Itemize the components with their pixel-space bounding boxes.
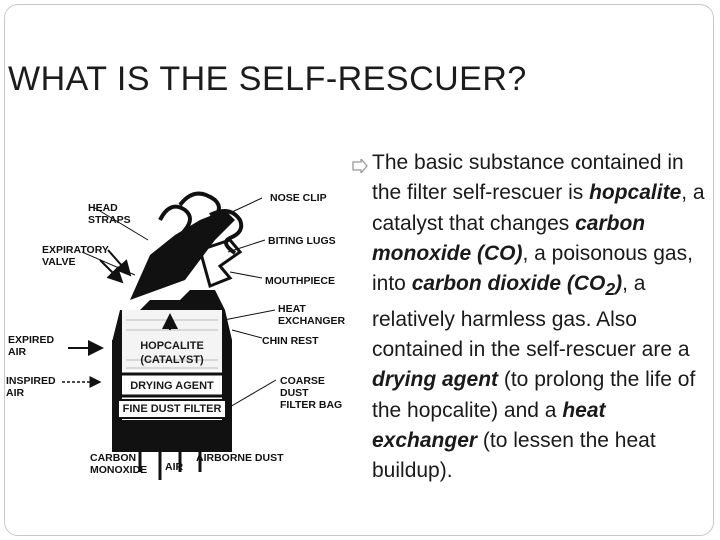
text-run: , a catalyst that changes [372, 181, 705, 235]
label-carbon-monoxide: CARBON MONOXIDE [90, 452, 148, 476]
paragraph-text: The basic substance contained in the fil… [372, 148, 714, 486]
text-run: , a poisonous gas, into [372, 241, 693, 296]
term-carbon-dioxide: carbon dioxide (CO [411, 272, 606, 296]
slide-frame [4, 4, 714, 536]
label-mouthpiece: MOUTHPIECE [265, 275, 336, 287]
text-run: The basic substance contained in the fil… [372, 151, 684, 205]
term-carbon-dioxide-close: ) [615, 272, 623, 296]
self-rescuer-diagram: HEAD STRAPS EXPIRATORY VALVE EXPIRED AIR… [0, 160, 360, 540]
subscript-2: 2 [605, 279, 616, 300]
label-airborne-dust: AIRBORNE DUST [196, 452, 284, 464]
label-biting-lugs: BITING LUGS [268, 235, 336, 247]
label-air: AIR [165, 461, 184, 473]
layer-fine-dust-filter: FINE DUST FILTER [122, 403, 222, 415]
label-expiratory-valve: EXPIRATORY VALVE [42, 244, 109, 268]
label-chin-rest: CHIN REST [262, 335, 319, 347]
self-rescuer-drawing [62, 191, 277, 480]
label-expired-air: EXPIRED AIR [8, 334, 55, 358]
label-nose-clip: NOSE CLIP [270, 192, 327, 204]
slide-title: WHAT IS THE SELF-RESCUER? [8, 60, 527, 98]
term-carbon-monoxide: carbon monoxide (CO) [372, 211, 646, 265]
layer-drying-agent: DRYING AGENT [130, 380, 214, 392]
term-hopcalite: hopcalite [589, 181, 682, 205]
layer-catalyst: (CATALYST) [140, 354, 204, 366]
term-heat-exchanger: heat exchanger [372, 398, 606, 452]
layer-hopcalite: HOPCALITE [140, 340, 204, 352]
text-run: (to prolong the life of the hopcalite) a… [372, 368, 696, 422]
label-coarse-dust-filter-bag: COARSE DUST FILTER BAG [280, 375, 343, 411]
hollow-arrow-bullet-icon [352, 154, 370, 175]
label-heat-exchanger: HEAT EXCHANGER [278, 303, 346, 327]
label-head-straps: HEAD STRAPS [88, 202, 131, 226]
label-inspired-air: INSPIRED AIR [6, 375, 56, 399]
term-drying-agent: drying agent [372, 368, 499, 392]
text-run: , a relatively harmless gas. Also contai… [372, 272, 690, 361]
text-run: (to lessen the heat buildup). [372, 428, 656, 483]
body-paragraph: The basic substance contained in the fil… [352, 148, 714, 486]
